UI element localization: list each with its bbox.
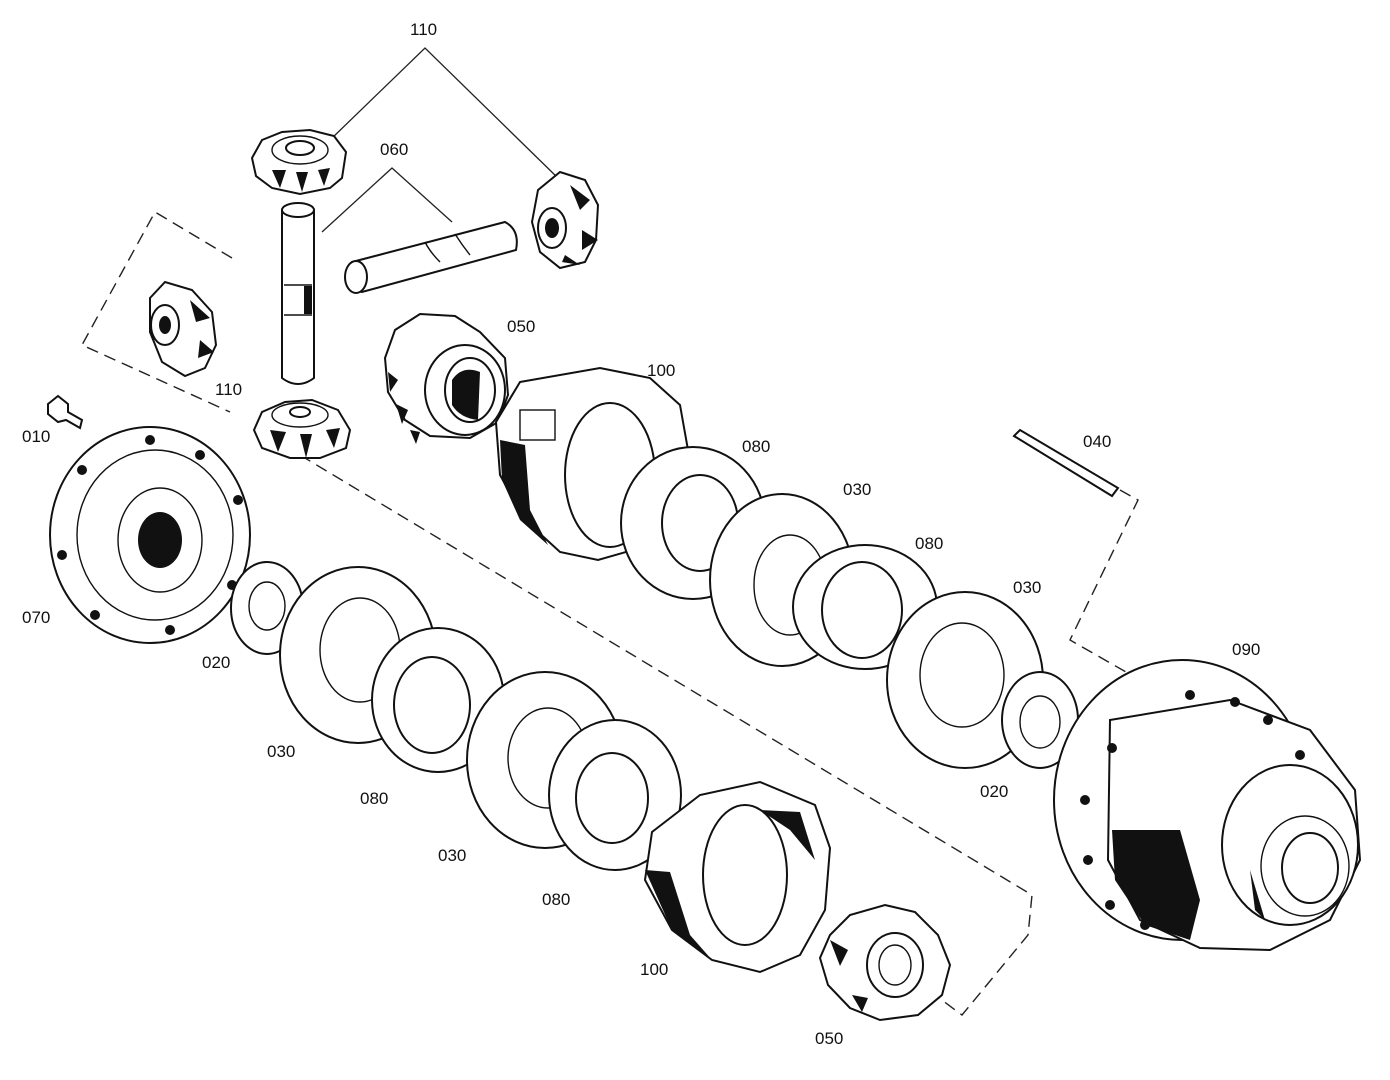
- label-020-left: 020: [202, 653, 230, 672]
- label-050-top: 050: [507, 317, 535, 336]
- label-010: 010: [22, 427, 50, 446]
- label-020-right: 020: [980, 782, 1008, 801]
- label-100-bottom: 100: [640, 960, 668, 979]
- leader-lines: [321, 47, 561, 233]
- cross-shaft-060-vertical: [281, 202, 315, 385]
- label-090: 090: [1232, 640, 1260, 659]
- label-030-a: 030: [843, 480, 871, 499]
- label-100-top: 100: [647, 361, 675, 380]
- label-080-b: 080: [915, 534, 943, 553]
- carrier-cover-070: [49, 426, 251, 644]
- bolt-010: [47, 394, 84, 430]
- pinion-gear-110-right: [530, 170, 600, 270]
- pinion-gear-110-left: [149, 280, 218, 378]
- plate-080-d: [548, 719, 682, 871]
- label-040: 040: [1083, 432, 1111, 451]
- label-080-c: 080: [360, 789, 388, 808]
- pinion-gear-110-top: [250, 128, 348, 196]
- label-110-middle: 110: [215, 380, 242, 399]
- side-gear-050-top: [383, 312, 510, 444]
- label-030-b: 030: [1013, 578, 1041, 597]
- label-060: 060: [380, 140, 408, 159]
- label-030-c: 030: [267, 742, 295, 761]
- assembly-dashed-lines: [81, 211, 1141, 1016]
- differential-housing-090: [1053, 659, 1362, 952]
- label-080-a: 080: [742, 437, 770, 456]
- cross-shaft-060-horizontal: [344, 220, 518, 294]
- label-030-d: 030: [438, 846, 466, 865]
- part-number-labels: 110 060 050 100 110 010 040 080 030 080 …: [22, 20, 1260, 1048]
- side-gear-050-bottom: [818, 903, 952, 1022]
- label-110-top: 110: [410, 20, 437, 39]
- label-080-d: 080: [542, 890, 570, 909]
- label-050-bottom: 050: [815, 1029, 843, 1048]
- clutch-housing-100-bottom: [643, 780, 832, 974]
- label-070: 070: [22, 608, 50, 627]
- pinion-gear-110-middle: [252, 398, 352, 459]
- pin-040: [1012, 428, 1120, 498]
